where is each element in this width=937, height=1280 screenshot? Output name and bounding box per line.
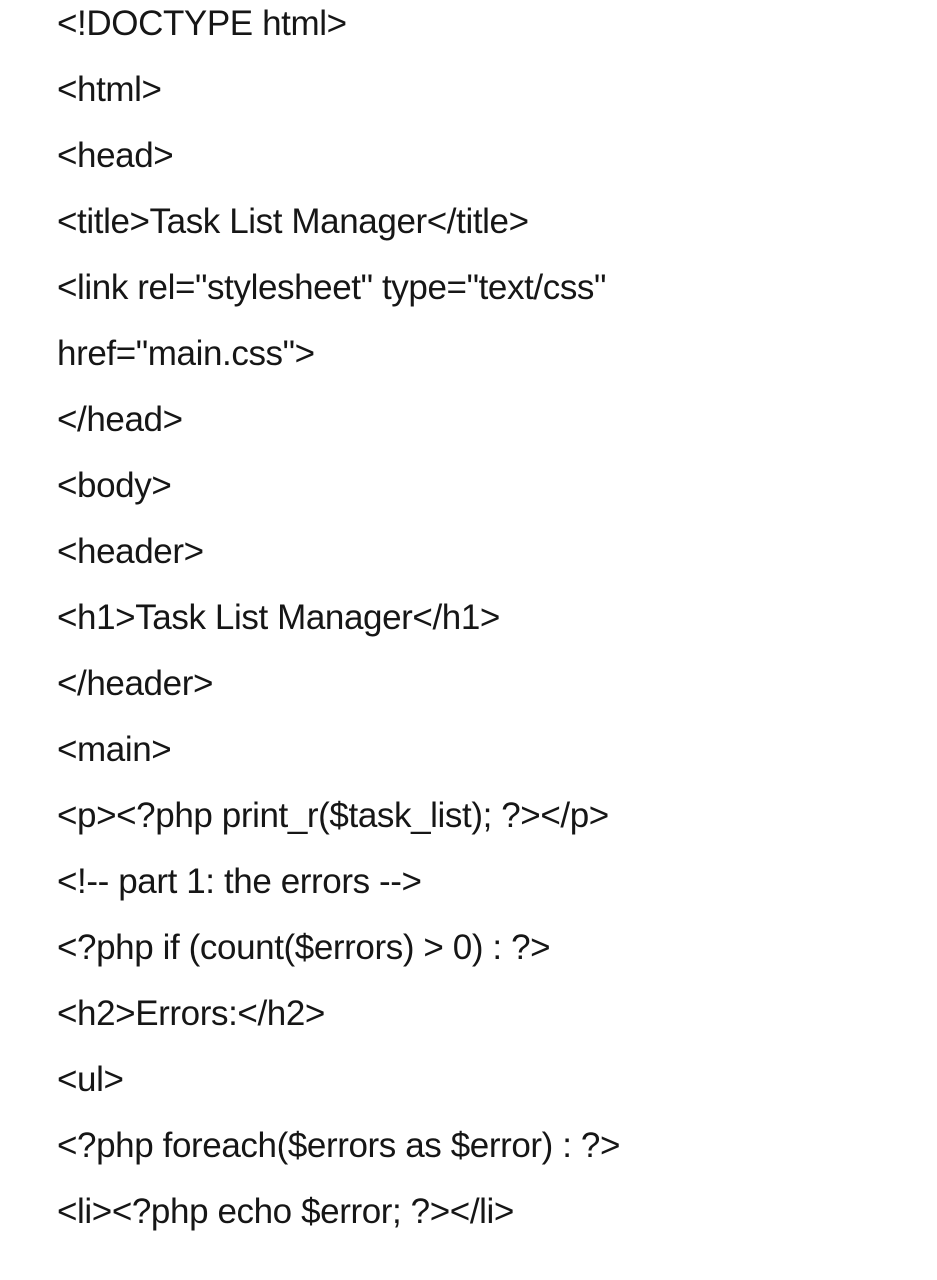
code-line: <li><?php echo $error; ?></li> [57,1192,514,1231]
code-line: </head> [57,400,183,439]
code-line-wrap-continuation: href="main.css"> [57,334,315,373]
code-line: <?php if (count($errors) > 0) : ?> [57,928,551,967]
code-line: <body> [57,466,172,505]
code-line: <h1>Task List Manager</h1> [57,598,500,637]
code-line: <header> [57,532,204,571]
code-line: <main> [57,730,172,769]
code-line: <h2>Errors:</h2> [57,994,325,1033]
code-line: <html> [57,70,162,109]
code-line: <link rel="stylesheet" type="text/css" [57,268,607,307]
code-line: <?php foreach($errors as $error) : ?> [57,1126,620,1165]
code-comment-line: <!-- part 1: the errors --> [57,862,422,901]
code-line: <head> [57,136,174,175]
code-line: <p><?php print_r($task_list); ?></p> [57,796,609,835]
code-line: <ul> [57,1060,124,1099]
code-listing-page: <!DOCTYPE html> <html> <head> <title>Tas… [57,4,620,1231]
code-line: </header> [57,664,213,703]
code-line: <!DOCTYPE html> [57,4,347,43]
code-line: <title>Task List Manager</title> [57,202,529,241]
